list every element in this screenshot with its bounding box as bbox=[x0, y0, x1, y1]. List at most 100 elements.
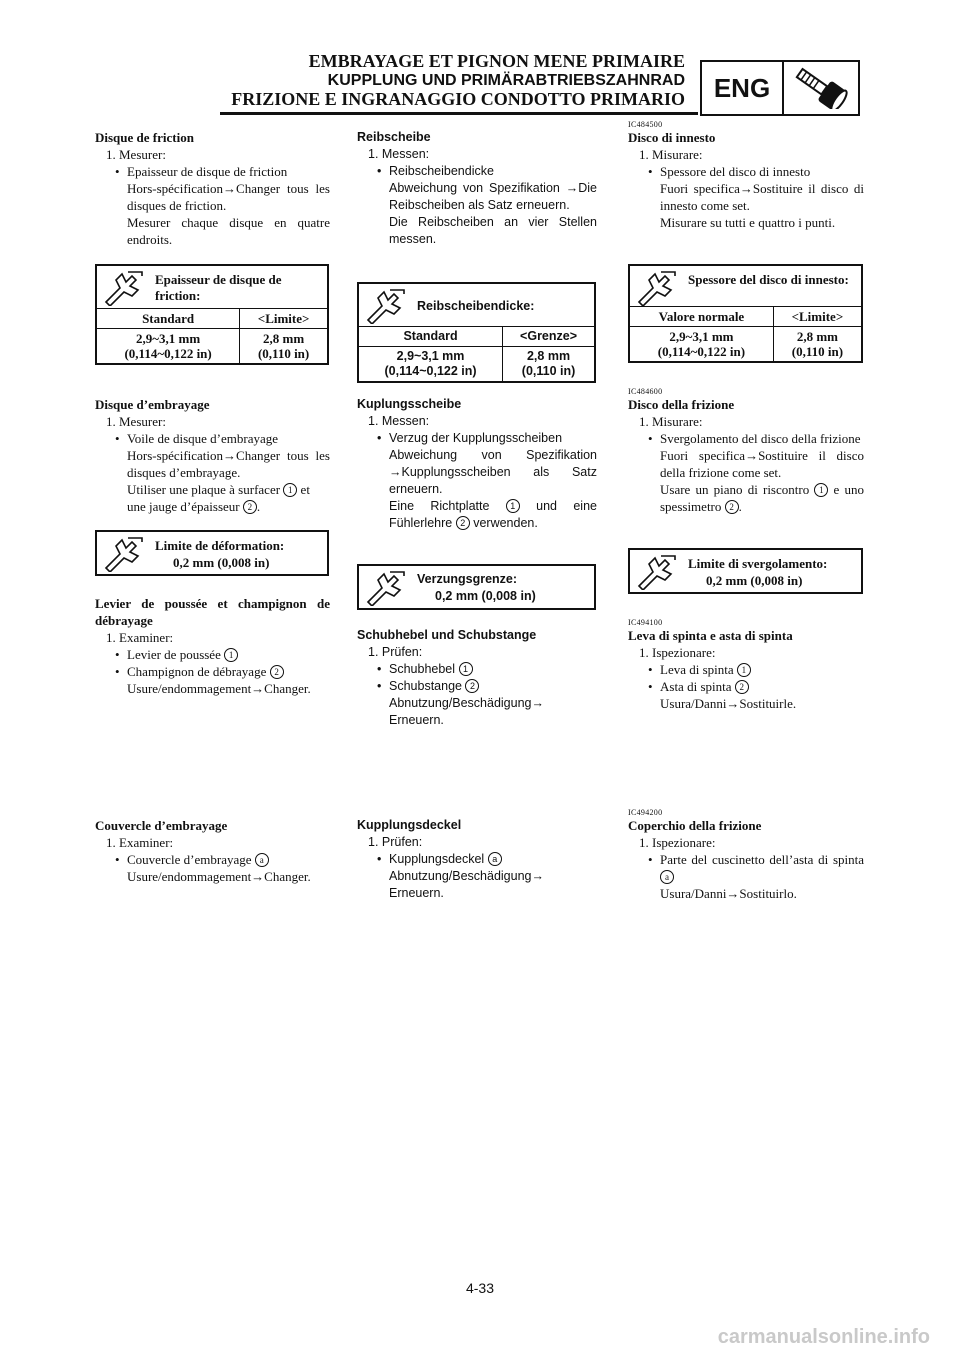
spec-header: <Grenze> bbox=[502, 326, 594, 347]
it-warpage-limit-spec: Limite di svergolamento: 0,2 mm (0,008 i… bbox=[628, 548, 863, 594]
wrench-spec-icon bbox=[359, 566, 413, 608]
instruction-text: Utiliser une plaque à surfacer 1 et une … bbox=[127, 482, 310, 514]
bullet-item: Spessore del disco di innesto bbox=[628, 163, 864, 180]
callout-1: 1 bbox=[736, 663, 751, 677]
callout-a: a bbox=[660, 870, 674, 884]
wrench-spec-icon bbox=[630, 266, 684, 306]
bullet-item: Epaisseur de disque de friction bbox=[95, 163, 330, 180]
spec-value-mm: 2,9~3,1 mm bbox=[396, 349, 465, 363]
spec-value: 0,2 mm (0,008 in) bbox=[435, 589, 536, 603]
instruction-text: Usare un piano di riscontro 1 e uno spes… bbox=[660, 482, 864, 514]
callout-2: 2 bbox=[724, 500, 739, 514]
bullet-item: Svergolamento del disco della frizione bbox=[628, 430, 864, 447]
de-clutch-plate-section: Kuplungsscheibe 1. Messen: Verzug der Ku… bbox=[357, 396, 597, 532]
bullet-item: Kupplungsdeckel a bbox=[357, 851, 597, 868]
spec-value: 0,2 mm (0,008 in) bbox=[173, 555, 270, 570]
it-push-lever-section: Leva di spinta e asta di spinta 1. Ispez… bbox=[628, 627, 864, 712]
instruction-text: Usura/Danni→Sostituirlo. bbox=[660, 886, 797, 901]
callout-2: 2 bbox=[465, 679, 480, 693]
text-part: Schubhebel bbox=[389, 662, 456, 676]
text-part: Asta di spinta bbox=[660, 679, 732, 694]
section-badge: ENG bbox=[700, 60, 860, 116]
callout-1: 1 bbox=[814, 483, 829, 497]
spec-value-in: (0,110 in) bbox=[791, 344, 844, 359]
section-title: Couvercle d’embrayage bbox=[95, 818, 228, 833]
spec-title: Verzungsgrenze: bbox=[417, 572, 518, 586]
section-title: Kuplungsscheibe bbox=[357, 397, 462, 411]
step: 1. Misurare: bbox=[639, 414, 703, 429]
instruction-text: Usure/endommagement→Changer. bbox=[127, 681, 311, 696]
it-friction-plate-section: Disco di innesto 1. Misurare: Spessore d… bbox=[628, 129, 864, 231]
wrench-spec-icon bbox=[97, 532, 151, 574]
callout-2: 2 bbox=[242, 500, 257, 514]
spec-header: <Limite> bbox=[239, 308, 327, 329]
spec-limit: Limite di svergolamento: 0,2 mm (0,008 i… bbox=[684, 550, 861, 592]
it-clutch-plate-section: Disco della frizione 1. Misurare: Svergo… bbox=[628, 396, 864, 515]
instruction-text: Abnutzung/Beschädigung→ Erneuern. bbox=[389, 696, 544, 727]
de-friction-thickness-spec: Reibscheibendicke: Standard<Grenze> 2,9~… bbox=[357, 282, 596, 383]
wrench-spec-icon bbox=[359, 284, 413, 326]
fr-warpage-limit-spec: Limite de déformation: 0,2 mm (0,008 in) bbox=[95, 530, 329, 576]
instruction-text: Abweichung von Spezifikation →Die Reibsc… bbox=[389, 181, 597, 212]
text-part: e uno spessimetro bbox=[660, 482, 864, 514]
callout-2: 2 bbox=[269, 665, 284, 679]
text-part: Utiliser une plaque à surfacer bbox=[127, 482, 281, 497]
text-part: Kupplungsdeckel bbox=[389, 852, 485, 866]
text-part: Usare un piano di riscontro bbox=[660, 482, 810, 497]
bullet-item: Asta di spinta 2 bbox=[628, 678, 864, 695]
it-clutch-cover-section: Coperchio della frizione 1. Ispezionare:… bbox=[628, 817, 864, 902]
fr-push-lever-section: Levier de poussée et champignon de débra… bbox=[95, 595, 330, 697]
section-title: Coperchio della frizione bbox=[628, 818, 762, 833]
instruction-text: Abweichung von Spezifikation →Kupplungss… bbox=[389, 448, 597, 496]
callout-1: 1 bbox=[224, 648, 239, 662]
spec-value: 2,9~3,1 mm(0,114~0,122 in) bbox=[97, 328, 240, 363]
spec-header: Standard bbox=[359, 326, 503, 347]
text-part: und eine Fühlerlehre bbox=[389, 499, 597, 530]
instruction-text: Eine Richtplatte 1 und eine Fühlerlehre … bbox=[357, 498, 597, 532]
fr-friction-plate-section: Disque de friction 1. Mesurer: Epaisseur… bbox=[95, 129, 330, 248]
spec-title: Reibscheibendicke: bbox=[417, 299, 535, 313]
section-code: IC484500 bbox=[628, 120, 663, 129]
text-part: Parte del cuscinetto dell’asta di spinta bbox=[660, 852, 864, 867]
bullet-item: Couvercle d’embrayage a bbox=[95, 851, 330, 868]
instruction-text: Mesurer chaque disque en quatre endroits… bbox=[127, 215, 330, 247]
bullet-item: Verzug der Kupplungsscheiben bbox=[357, 430, 597, 447]
step: 1. Mesurer: bbox=[106, 147, 166, 162]
de-push-lever-section: Schubhebel und Schubstange 1. Prüfen: Sc… bbox=[357, 627, 597, 729]
spec-value-in: (0,110 in) bbox=[257, 346, 310, 361]
spec-header: Valore normale bbox=[630, 306, 774, 327]
step: 1. Messen: bbox=[368, 414, 430, 428]
de-clutch-cover-section: Kupplungsdeckel 1. Prüfen: Kupplungsdeck… bbox=[357, 817, 597, 902]
text-part: Couvercle d’embrayage bbox=[127, 852, 252, 867]
instruction-text: Fuori specifica→Sostituire il disco dell… bbox=[660, 448, 864, 480]
bullet-item: Leva di spinta 1 bbox=[628, 661, 864, 678]
header-rule bbox=[220, 112, 698, 115]
section-title: Disque d’embrayage bbox=[95, 397, 210, 412]
bullet-item: Champignon de débrayage 2 bbox=[95, 663, 330, 680]
bullet-item: Schubhebel 1 bbox=[357, 661, 597, 678]
callout-1: 1 bbox=[505, 499, 520, 513]
callout-a: a bbox=[254, 853, 269, 867]
step: 1. Examiner: bbox=[106, 835, 174, 850]
spec-table: Valore normale<Limite> 2,9~3,1 mm(0,114~… bbox=[630, 306, 861, 361]
spec-value: 2,8 mm(0,110 in) bbox=[239, 328, 327, 363]
header-title-fr: EMBRAYAGE ET PIGNON MENE PRIMAIRE bbox=[308, 51, 685, 71]
section-title: Disco di innesto bbox=[628, 130, 716, 145]
section-title: Leva di spinta e asta di spinta bbox=[628, 628, 793, 643]
text-part: verwenden. bbox=[473, 516, 538, 530]
spec-value: 0,2 mm (0,008 in) bbox=[706, 573, 803, 588]
instruction-text: Hors-spécification→Changer tous les disq… bbox=[127, 448, 330, 480]
section-title: Schubhebel und Schubstange bbox=[357, 628, 537, 642]
instruction-text: Fuori specifica→Sostituire il disco di i… bbox=[660, 181, 864, 213]
spec-value-in: (0,110 in) bbox=[521, 364, 576, 378]
spec-header: Standard bbox=[97, 308, 240, 329]
callout-a: a bbox=[487, 852, 502, 866]
spec-value-mm: 2,9~3,1 mm bbox=[136, 331, 201, 346]
step: 1. Ispezionare: bbox=[639, 645, 716, 660]
section-title: Levier de poussée et champignon de débra… bbox=[95, 596, 330, 628]
bullet-item: Levier de poussée 1 bbox=[95, 646, 330, 663]
text-part: et une jauge d’épaisseur bbox=[127, 482, 310, 514]
callout-2: 2 bbox=[455, 516, 470, 530]
bullet-item: Voile de disque d’embrayage bbox=[95, 430, 330, 447]
step: 1. Messen: bbox=[368, 147, 430, 161]
